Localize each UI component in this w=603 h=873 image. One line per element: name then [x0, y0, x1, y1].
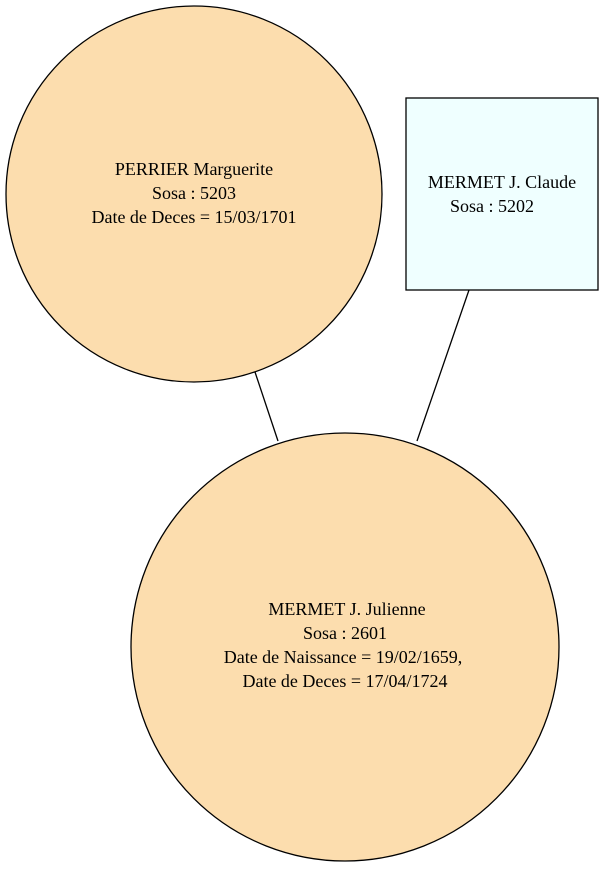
node-perrier-name: PERRIER Marguerite — [115, 159, 273, 179]
node-julienne-name: MERMET J. Julienne — [268, 599, 425, 619]
node-perrier-sosa: Sosa : 5203 — [152, 183, 236, 203]
node-claude-name: MERMET J. Claude — [428, 172, 576, 192]
node-julienne-death: Date de Deces = 17/04/1724 — [242, 671, 447, 691]
node-perrier-marguerite[interactable]: PERRIER Marguerite Sosa : 5203 Date de D… — [5, 5, 383, 383]
node-claude-sosa: Sosa : 5202 — [450, 196, 534, 216]
node-julienne-birth: Date de Naissance = 19/02/1659, — [224, 647, 463, 667]
node-mermet-julienne[interactable]: MERMET J. Julienne Sosa : 2601 Date de N… — [130, 432, 560, 862]
node-claude-shape — [405, 97, 599, 291]
node-julienne-sosa: Sosa : 2601 — [303, 623, 387, 643]
node-perrier-shape — [5, 5, 383, 383]
node-mermet-claude[interactable]: MERMET J. Claude Sosa : 5202 — [405, 97, 599, 291]
node-perrier-death: Date de Deces = 15/03/1701 — [91, 207, 296, 227]
edge-claude-to-julienne — [416, 289, 470, 442]
edge-perrier-to-julienne — [254, 371, 279, 442]
node-julienne-shape — [130, 432, 560, 862]
